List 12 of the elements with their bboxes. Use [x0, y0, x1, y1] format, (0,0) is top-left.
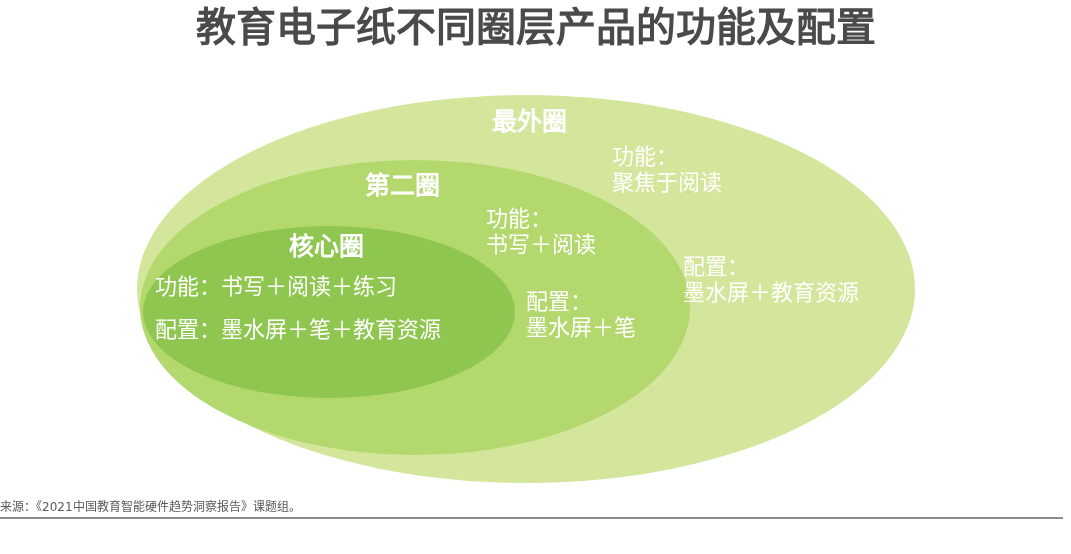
config-text: 配置：墨水屏＋教育资源 — [683, 254, 860, 306]
title: 教育电子纸不同圈层产品的功能及配置 — [195, 4, 876, 50]
function-text: 功能：聚焦于阅读 — [612, 144, 723, 196]
config-text: 配置：墨水屏＋笔＋教育资源 — [155, 317, 441, 343]
source-note: 来源：《2021中国教育智能硬件趋势洞察报告》课题组。 — [0, 500, 301, 515]
function-text: 功能：书写＋阅读＋练习 — [155, 274, 397, 300]
layer-heading: 核心圈 — [288, 232, 364, 262]
outer-ellipse — [137, 95, 915, 483]
function-text: 功能：书写＋阅读 — [486, 206, 597, 258]
layer-heading: 最外圈 — [491, 107, 567, 137]
layer-heading: 第二圈 — [364, 171, 440, 201]
config-text: 配置：墨水屏＋笔 — [526, 289, 637, 341]
